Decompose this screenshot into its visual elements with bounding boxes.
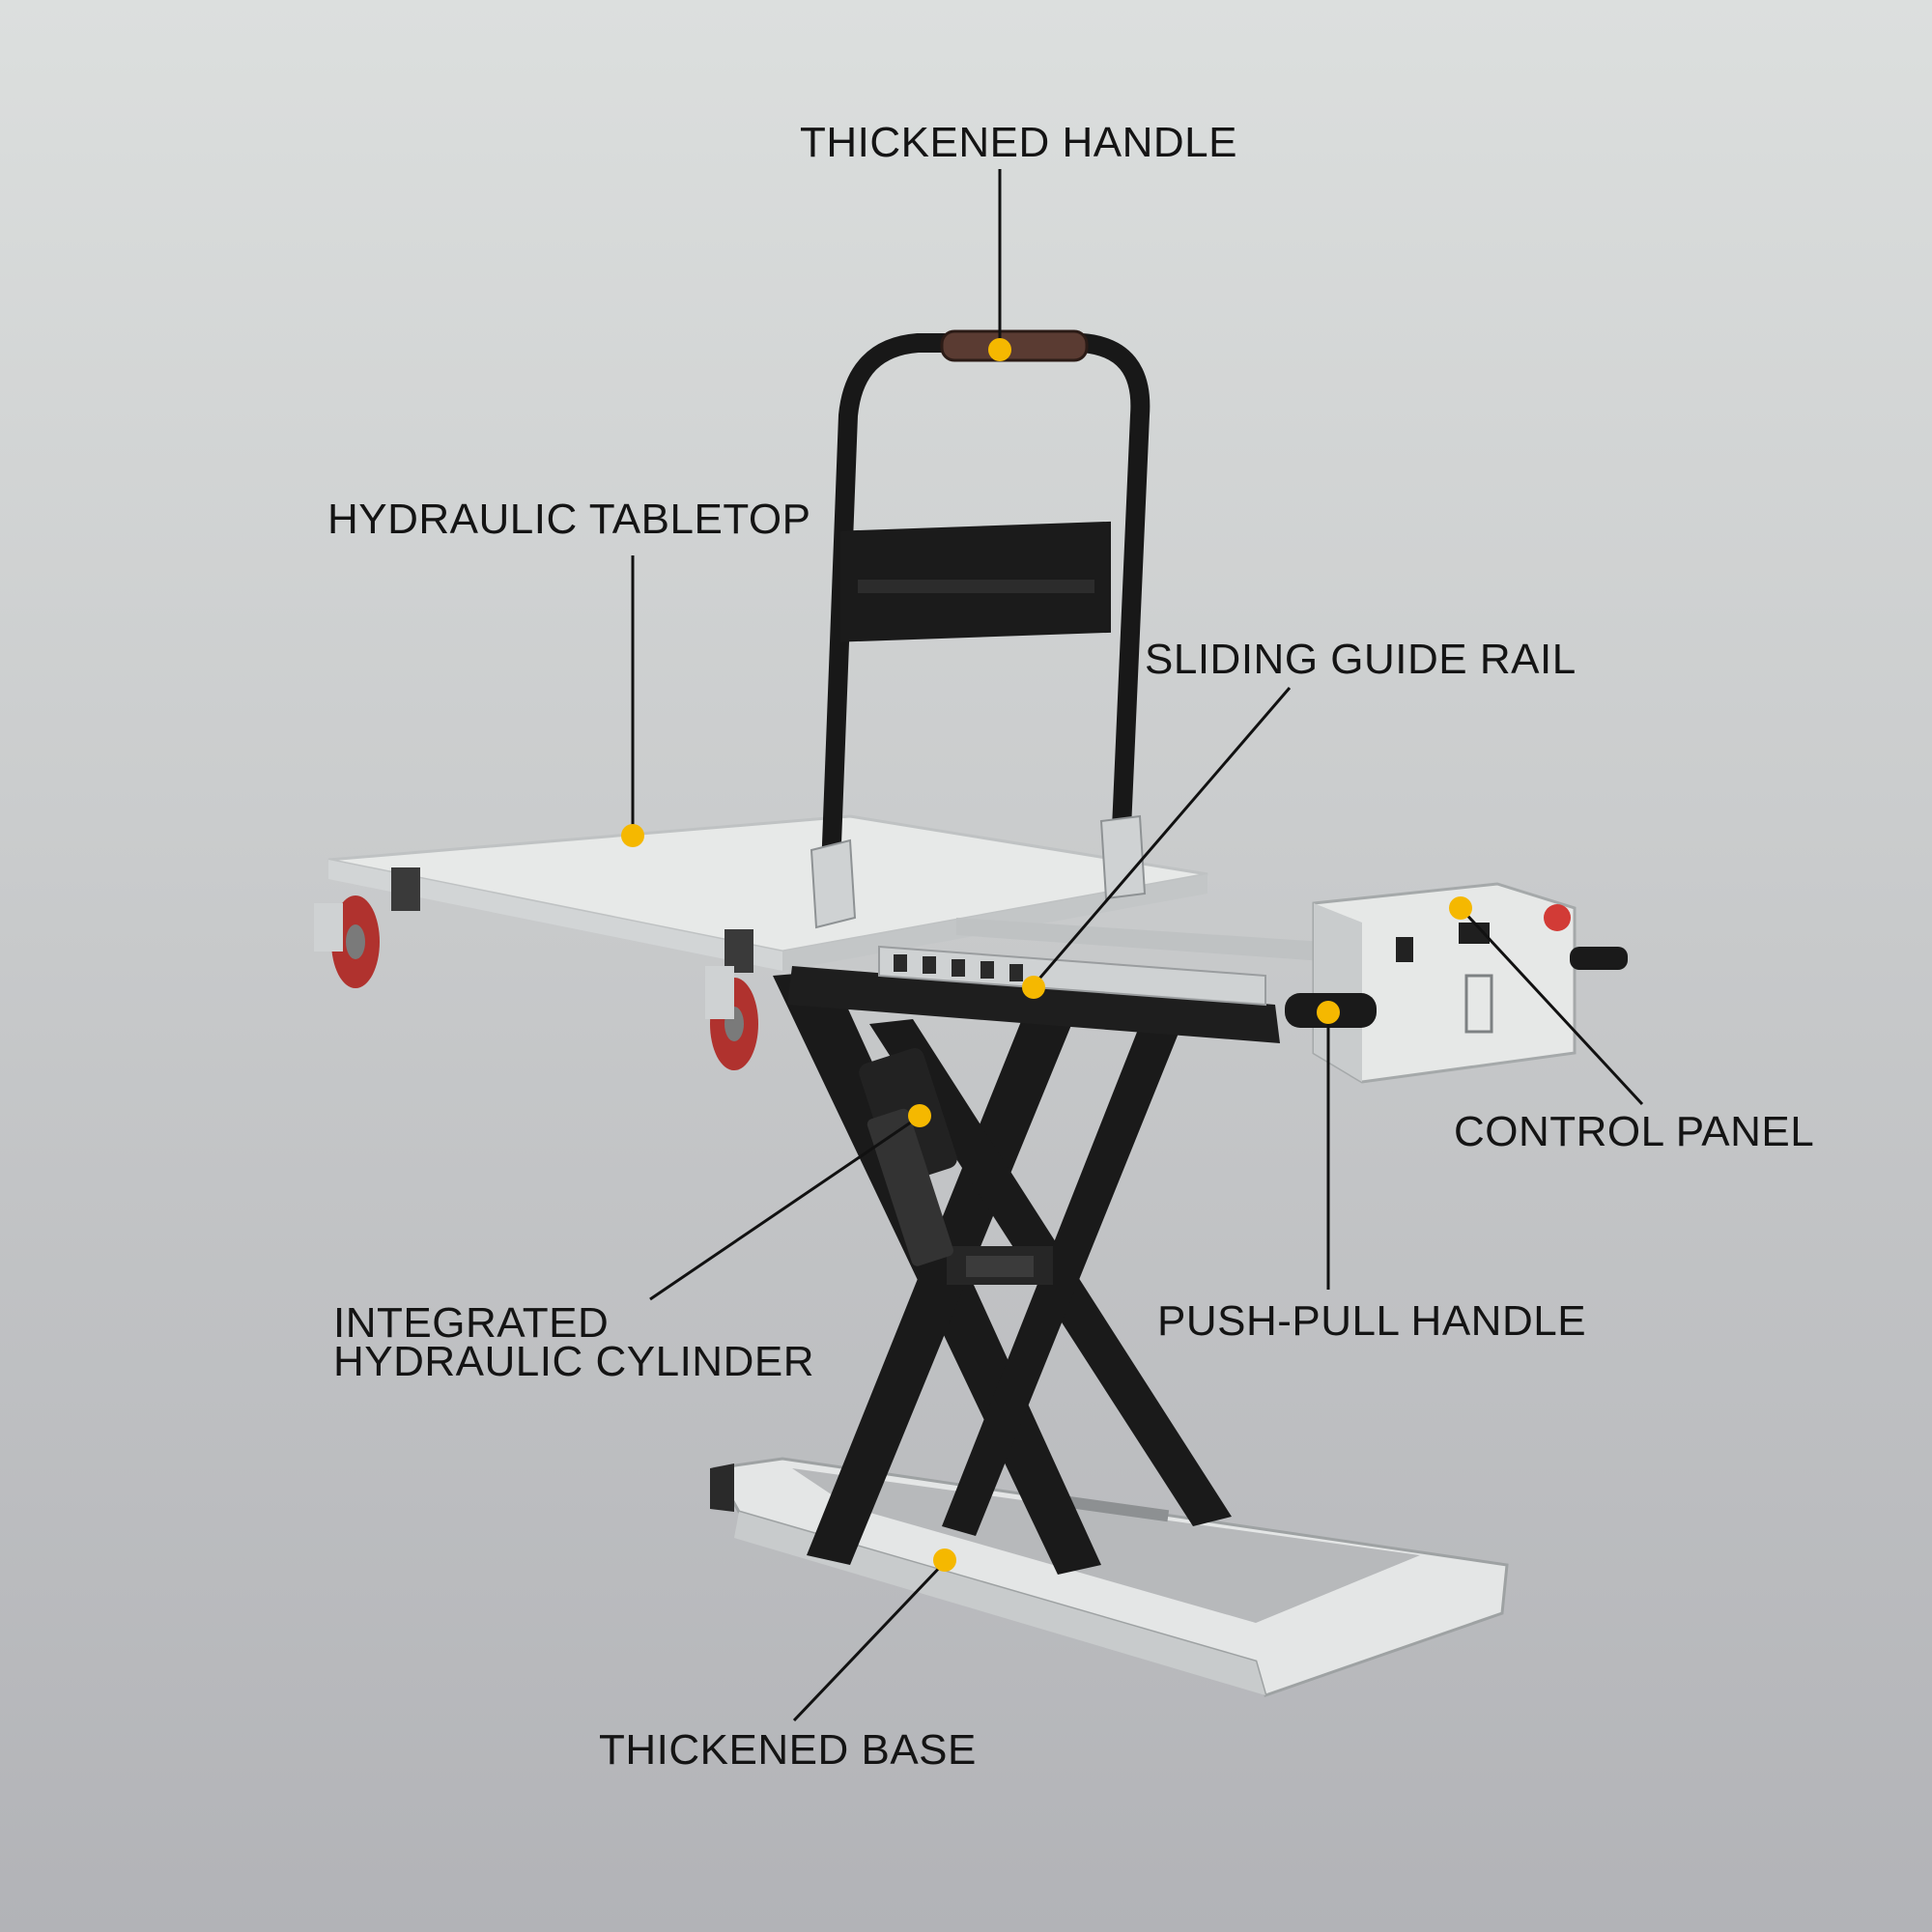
label-integrated-hydraulic-cylinder-line1: INTEGRATED: [333, 1299, 610, 1347]
base-frame: [710, 1457, 1509, 1697]
tabletop: [327, 814, 1208, 973]
callout-dot-sliding-guide-rail: [1022, 976, 1045, 999]
label-integrated-hydraulic-cylinder-line2: HYDRAULIC CYLINDER: [333, 1338, 814, 1385]
label-control-panel: CONTROL PANEL: [1454, 1108, 1815, 1155]
label-thickened-handle: THICKENED HANDLE: [800, 119, 1237, 166]
callout-dot-control-panel: [1449, 896, 1472, 920]
callout-dot-integrated-hydraulic-cylinder: [908, 1104, 931, 1127]
callout-dot-hydraulic-tabletop: [621, 824, 644, 847]
scissor-arms: [773, 966, 1232, 1575]
leader-lines: [631, 169, 1644, 1722]
callout-dots: [621, 338, 1472, 1572]
callout-dot-thickened-base: [933, 1548, 956, 1572]
callout-dot-push-pull-handle: [1317, 1001, 1340, 1024]
label-thickened-base: THICKENED BASE: [599, 1726, 977, 1774]
sliding-rail-assembly: [787, 918, 1323, 1043]
label-hydraulic-tabletop: HYDRAULIC TABLETOP: [327, 496, 811, 543]
leader-line-integrated-hydraulic-cylinder: [649, 1116, 919, 1301]
leader-line-control-panel: [1459, 906, 1644, 1106]
label-sliding-guide-rail: SLIDING GUIDE RAIL: [1145, 636, 1577, 683]
label-push-pull-handle: PUSH-PULL HANDLE: [1157, 1297, 1587, 1345]
handle-frame: [821, 329, 1151, 879]
leader-line-sliding-guide-rail: [1032, 687, 1292, 986]
label-integrated-hydraulic-cylinder: INTEGRATED HYDRAULIC CYLINDER: [333, 1299, 814, 1385]
leader-line-thickened-base: [792, 1560, 947, 1722]
handle-hinge-plates: [810, 814, 1147, 929]
caster-wheels: [314, 895, 758, 1070]
callout-dot-thickened-handle: [988, 338, 1011, 361]
